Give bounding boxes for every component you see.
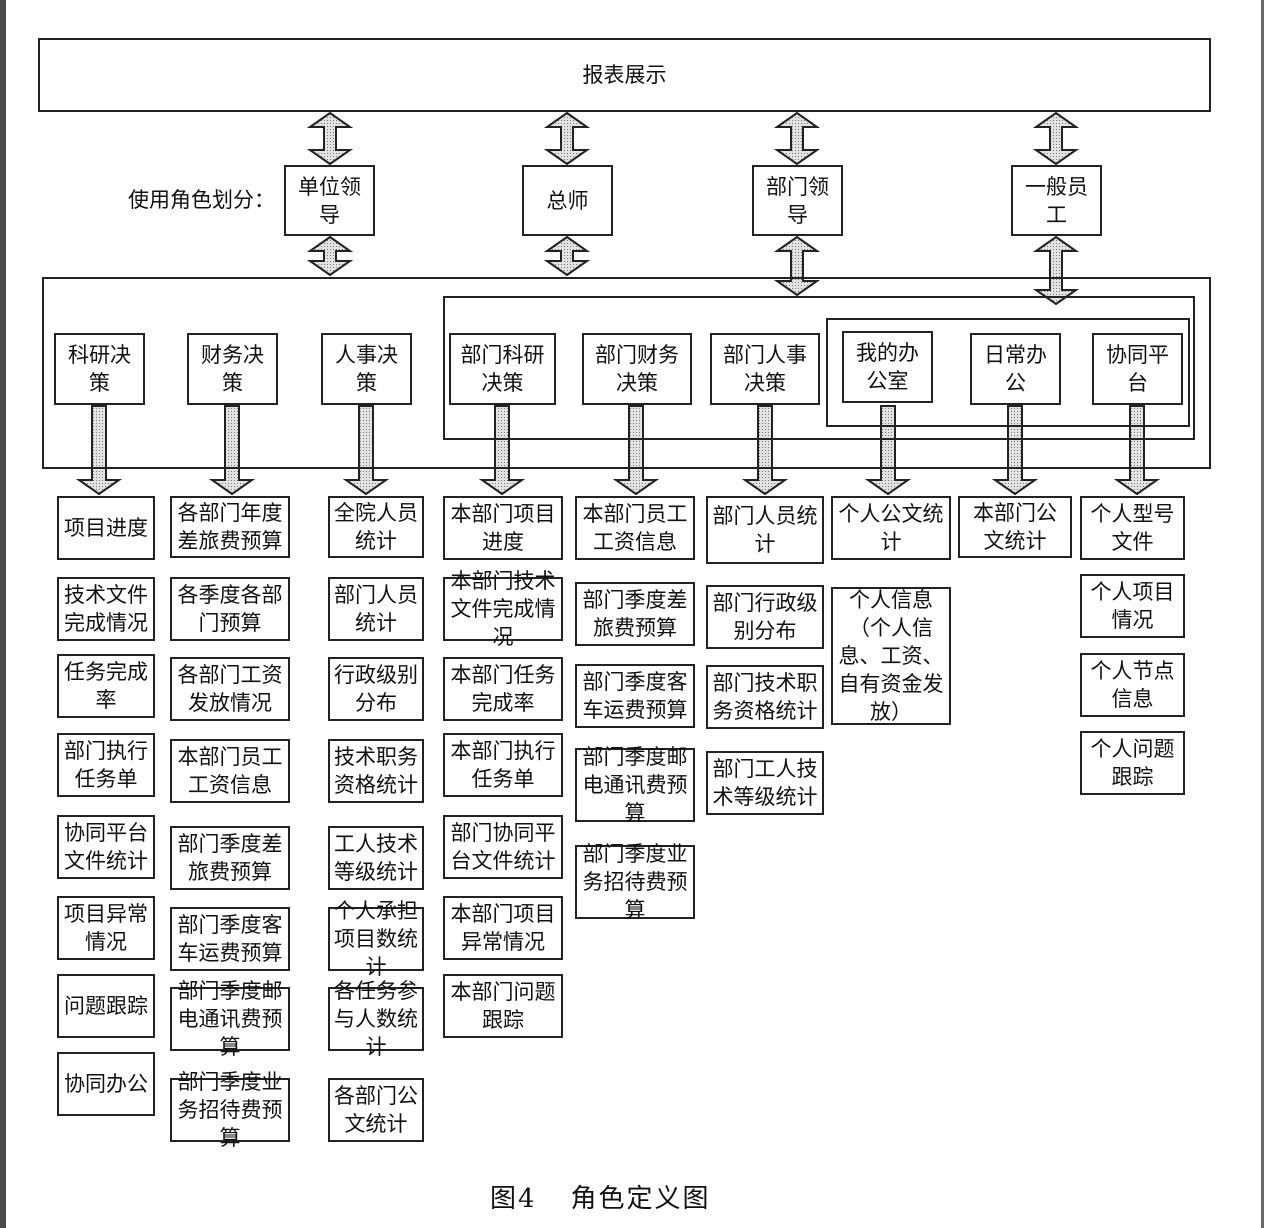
figure-title: 角色定义图: [570, 1184, 711, 1214]
report-item-finance-6: 部门季度客车运费预算: [170, 907, 290, 971]
report-item-dept-hr-3: 部门技术职务资格统计: [706, 665, 824, 729]
report-item-hr-6: 个人承担项目数统计: [328, 899, 424, 979]
report-item-finance-8: 部门季度业务招待费预算: [170, 1070, 290, 1150]
module-research-decision: 科研决策: [54, 333, 145, 405]
report-item-hr-2: 部门人员统计: [328, 577, 424, 641]
report-item-my-office-1: 个人公文统计: [831, 496, 951, 560]
module-dept-hr-down-arrow: [741, 405, 789, 496]
report-item-dept-finance-2: 部门季度差旅费预算: [575, 582, 695, 646]
role-chief-engineer: 总师: [522, 165, 613, 236]
page-edge-left: [0, 0, 6, 1228]
module-my-office: 我的办公室: [842, 331, 933, 403]
report-item-daily-office-1: 本部门公文统计: [958, 496, 1072, 558]
report-item-collab-platform-4: 个人问题跟踪: [1080, 731, 1185, 795]
report-item-dept-hr-4: 部门工人技术等级统计: [706, 751, 824, 815]
module-finance-down-arrow: [208, 405, 256, 496]
report-to-department-leader-arrow: [773, 111, 821, 166]
report-item-finance-1: 各部门年度差旅费预算: [170, 496, 290, 558]
report-item-research-1: 项目进度: [57, 496, 155, 560]
report-item-collab-platform-1: 个人型号文件: [1080, 496, 1185, 560]
report-item-dept-hr-1: 部门人员统计: [706, 496, 824, 564]
report-item-hr-3: 行政级别分布: [328, 657, 424, 721]
report-item-hr-5: 工人技术等级统计: [328, 826, 424, 890]
report-item-dept-finance-4: 部门季度邮电通讯费预算: [575, 745, 695, 825]
module-dept-finance-down-arrow: [612, 405, 660, 496]
report-item-dept-research-5: 部门协同平台文件统计: [443, 815, 563, 879]
general-staff-to-frame-arrow: [1032, 235, 1080, 306]
module-dept-research-down-arrow: [478, 405, 526, 496]
module-hr-decision: 人事决策: [321, 333, 412, 405]
report-item-collab-platform-3: 个人节点信息: [1080, 653, 1185, 717]
unit-leader-scope-frame: [42, 277, 1211, 469]
module-dept-hr-decision: 部门人事决策: [710, 333, 820, 405]
report-item-dept-research-4: 本部门执行任务单: [443, 733, 563, 797]
report-item-dept-finance-1: 本部门员工工资信息: [575, 496, 695, 560]
report-item-finance-7: 部门季度邮电通讯费预算: [170, 979, 290, 1059]
report-item-research-5: 协同平台文件统计: [57, 815, 155, 879]
chief-engineer-to-frame-arrow: [543, 235, 591, 277]
department-leader-scope-frame: [443, 296, 1195, 440]
report-item-dept-research-1: 本部门项目进度: [443, 496, 563, 560]
report-item-hr-8: 各部门公文统计: [328, 1078, 424, 1142]
report-item-research-4: 部门执行任务单: [57, 733, 155, 797]
module-dept-research-decision: 部门科研决策: [449, 333, 556, 405]
report-item-my-office-2: 个人信息（个人信息、工资、自有资金发放）: [831, 587, 951, 725]
report-item-research-2: 技术文件完成情况: [57, 577, 155, 641]
report-item-dept-research-7: 本部门问题跟踪: [443, 974, 563, 1038]
report-item-hr-7: 各任务参与人数统计: [328, 979, 424, 1059]
module-finance-decision: 财务决策: [187, 333, 278, 405]
unit-leader-to-frame-arrow: [306, 235, 354, 277]
role-general-staff: 一般员工: [1011, 165, 1102, 236]
report-display-box: 报表展示: [38, 38, 1211, 112]
department-leader-to-frame-arrow: [773, 235, 821, 297]
report-display-label: 报表展示: [582, 63, 667, 87]
report-item-dept-finance-5: 部门季度业务招待费预算: [575, 842, 695, 922]
general-staff-scope-frame: [826, 318, 1190, 427]
report-to-unit-leader-arrow: [306, 111, 354, 166]
role-unit-leader: 单位领导: [284, 165, 375, 236]
report-item-dept-hr-2: 部门行政级别分布: [706, 585, 824, 649]
report-item-finance-5: 部门季度差旅费预算: [170, 826, 290, 890]
report-item-hr-1: 全院人员统计: [328, 496, 424, 558]
report-item-research-6: 项目异常情况: [57, 896, 155, 960]
module-my-office-down-arrow: [864, 405, 912, 496]
report-item-finance-3: 各部门工资发放情况: [170, 657, 290, 721]
report-item-hr-4: 技术职务资格统计: [328, 739, 424, 803]
report-item-collab-platform-2: 个人项目情况: [1080, 574, 1185, 638]
report-item-finance-2: 各季度各部门预算: [170, 577, 290, 641]
figure-number: 图4: [490, 1184, 537, 1214]
role-division-label: 使用角色划分：: [128, 188, 275, 212]
module-collab-platform-down-arrow: [1113, 405, 1161, 496]
page-edge-right: [1261, 0, 1264, 1228]
report-item-dept-finance-3: 部门季度客车运费预算: [575, 664, 695, 728]
figure-caption: 图4 角色定义图: [490, 1178, 745, 1215]
module-daily-office-down-arrow: [991, 405, 1039, 496]
module-daily-office: 日常办公: [970, 333, 1061, 405]
report-item-research-8: 协同办公: [57, 1052, 155, 1116]
module-hr-down-arrow: [342, 405, 390, 496]
report-item-dept-research-2: 本部门技术文件完成情况: [443, 569, 563, 649]
report-to-general-staff-arrow: [1032, 111, 1080, 166]
report-item-finance-4: 本部门员工工资信息: [170, 739, 290, 803]
module-dept-finance-decision: 部门财务决策: [582, 333, 692, 405]
report-item-research-7: 问题跟踪: [57, 974, 155, 1038]
report-item-dept-research-3: 本部门任务完成率: [443, 657, 563, 721]
module-research-down-arrow: [75, 405, 123, 496]
module-collab-platform: 协同平台: [1092, 333, 1183, 405]
role-department-leader: 部门领导: [752, 165, 843, 236]
report-to-chief-engineer-arrow: [543, 111, 591, 166]
report-item-dept-research-6: 本部门项目异常情况: [443, 896, 563, 960]
report-item-research-3: 任务完成率: [57, 654, 155, 718]
